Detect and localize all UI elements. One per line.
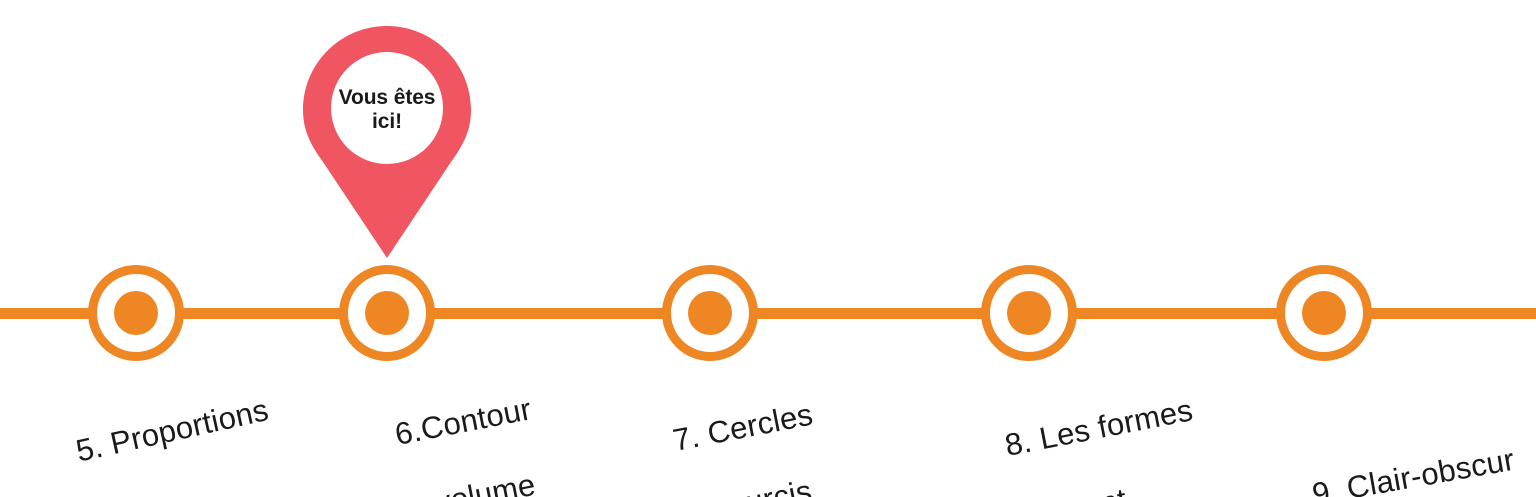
step-label-6-line2: de volume: [372, 464, 549, 497]
timeline-node-7[interactable]: [662, 265, 758, 361]
timeline-node-6[interactable]: [339, 265, 435, 361]
timeline-node-9[interactable]: [1276, 265, 1372, 361]
node-dot-icon: [114, 291, 158, 335]
you-are-here-pin: Vous êtes ici!: [303, 26, 471, 258]
timeline-track: [0, 308, 1536, 319]
map-pin-icon: [303, 26, 471, 258]
timeline-node-8[interactable]: [981, 265, 1077, 361]
step-label-7-line2: raccourcis: [650, 470, 831, 497]
step-label-7: 7. Cercles raccourcis: [628, 358, 845, 497]
you-are-here-label: Vous êtes ici!: [303, 86, 471, 133]
node-dot-icon: [688, 291, 732, 335]
step-label-8: 8. Les formes du vivant: [960, 354, 1225, 497]
step-label-9: 9. Clair-obscur: [1268, 403, 1524, 497]
step-label-6: 6.Contour de volume: [350, 353, 563, 497]
node-dot-icon: [1302, 291, 1346, 335]
step-label-5-line1: 5. Proportions: [72, 391, 272, 469]
step-label-6-line1: 6.Contour: [392, 391, 535, 452]
step-label-7-line1: 7. Cercles: [670, 396, 816, 458]
timeline-node-5[interactable]: [88, 265, 184, 361]
step-label-9-line1: 9. Clair-obscur: [1309, 441, 1518, 497]
node-dot-icon: [365, 291, 409, 335]
node-dot-icon: [1007, 291, 1051, 335]
you-are-here-line1: Vous êtes: [338, 86, 436, 109]
you-are-here-line2: ici!: [372, 109, 402, 133]
step-label-5: 5. Proportions: [30, 354, 280, 497]
step-label-8-line2: du vivant: [982, 465, 1211, 497]
step-label-8-line1: 8. Les formes: [1002, 392, 1196, 463]
